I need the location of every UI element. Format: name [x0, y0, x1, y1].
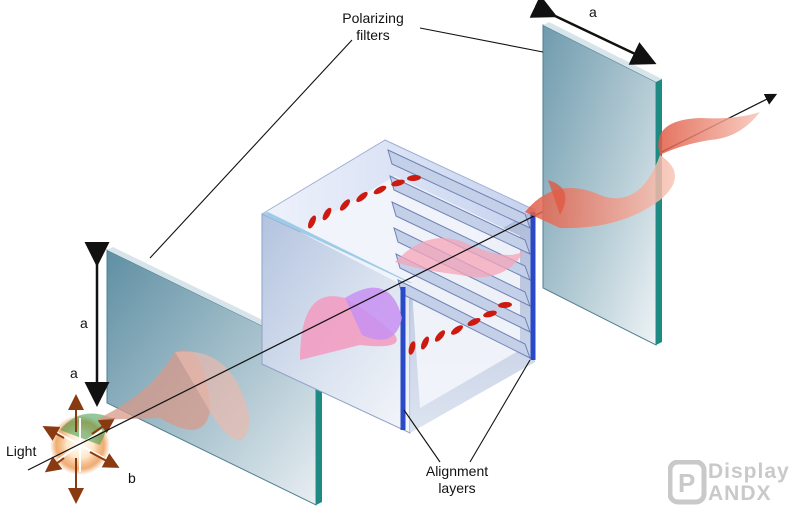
light-wave-front [95, 350, 250, 440]
axis-b-small-label: b [128, 470, 136, 486]
right-filter-axis-arrow [529, 0, 657, 65]
liquid-crystal-cube [260, 139, 537, 434]
watermark-logo-letter: P [678, 468, 695, 498]
liquid-crystal-molecules [307, 174, 512, 355]
twisting-wave [300, 296, 397, 360]
watermark-logo-icon: P [668, 460, 707, 505]
watermark-line2: ANDX [708, 482, 772, 505]
axis-a-left-label: a [80, 315, 88, 331]
axis-a-small-label: a [70, 365, 78, 381]
leader-lines [149, 27, 544, 463]
polarizing-filters-label: Polarizing filters [342, 10, 404, 43]
output-wave [525, 112, 760, 229]
axis-a-top-label: a [589, 4, 597, 20]
alignment-layers-label: Alignment layers [425, 463, 489, 496]
alignment-plates [387, 149, 531, 360]
light-label: Light [6, 443, 37, 459]
watermark-line1: Display [708, 460, 790, 483]
watermark: P Display ANDX [668, 458, 792, 508]
right-polarizing-filter [542, 22, 662, 346]
light-source [42, 394, 120, 504]
